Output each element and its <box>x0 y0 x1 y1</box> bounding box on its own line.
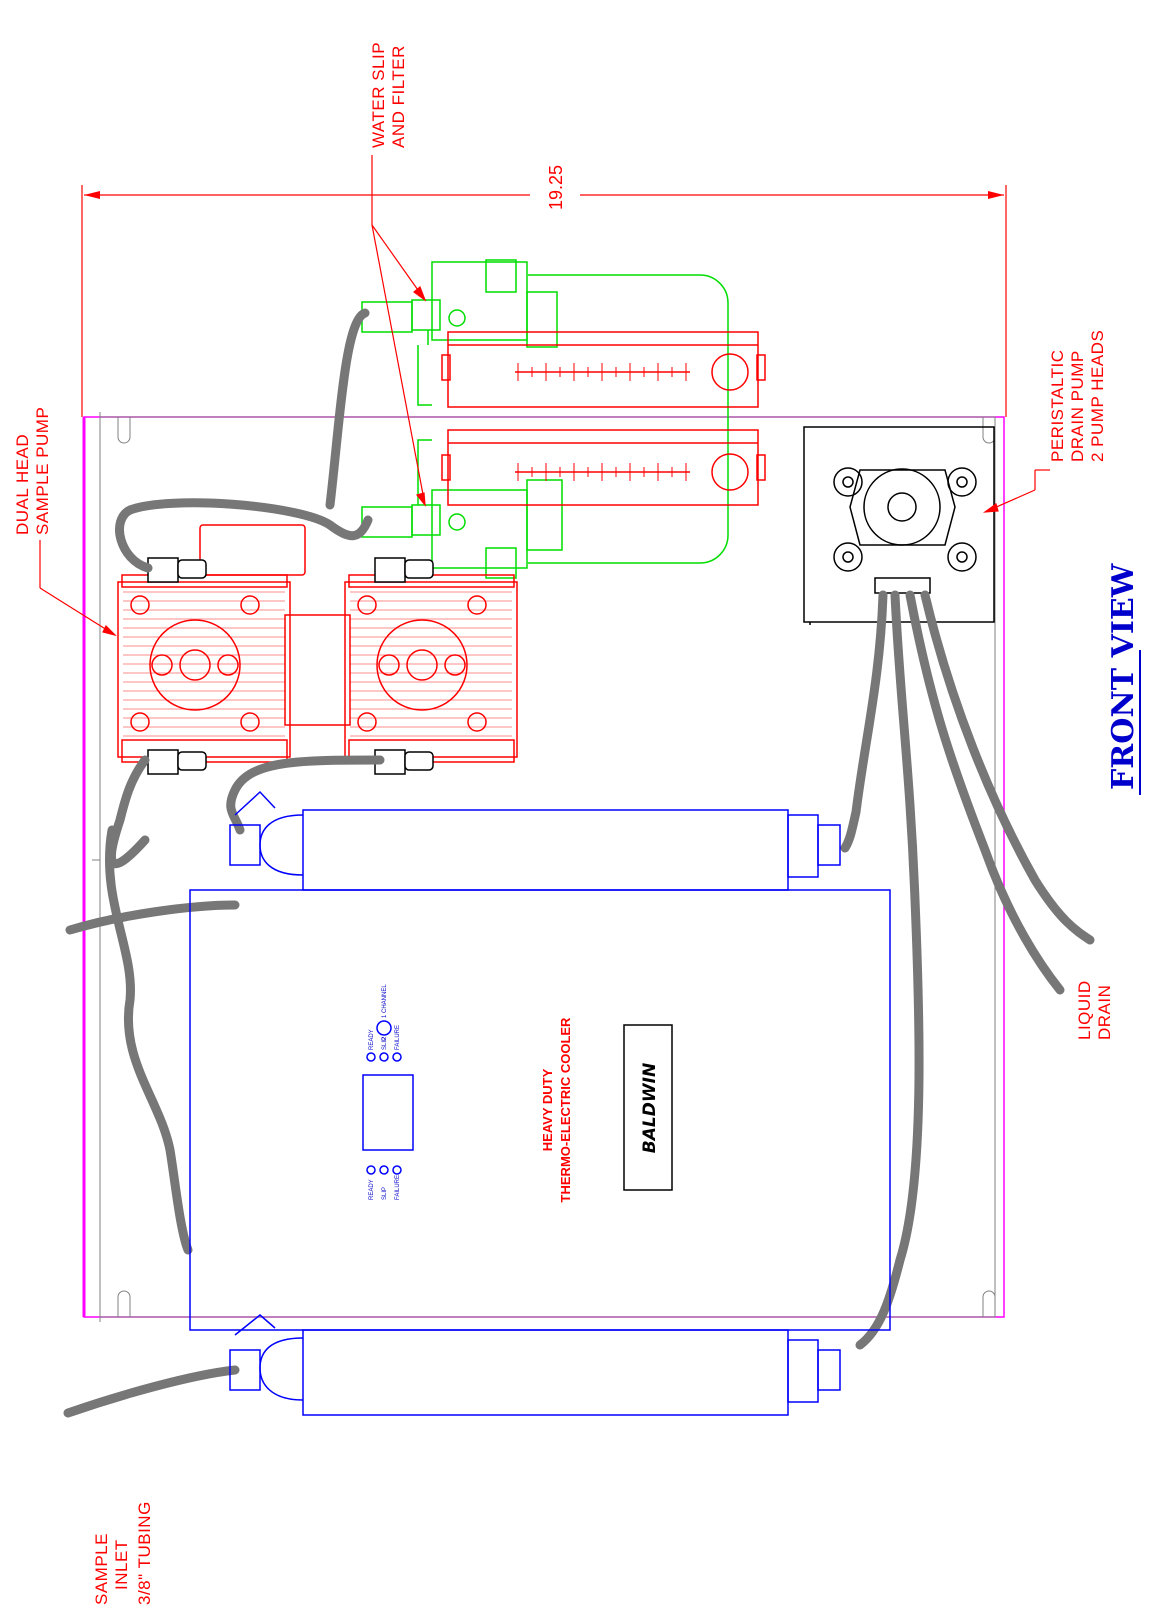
indicator-slip-left: SLIP <box>382 1187 388 1200</box>
pump-fittings <box>147 557 434 775</box>
label-liquid-drain-2: DRAIN <box>1095 985 1114 1040</box>
cooler-title-line2: THERMO-ELECTRIC COOLER <box>558 1017 573 1202</box>
label-dual-head-2: SAMPLE PUMP <box>33 407 52 535</box>
label-sample-inlet-2: INLET <box>112 1539 131 1590</box>
label-peristaltic-2: DRAIN PUMP <box>1068 350 1087 462</box>
label-water-slip-2: AND FILTER <box>389 45 408 148</box>
label-dual-head-1: DUAL HEAD <box>13 434 32 535</box>
channel-label: 1 CHANNEL <box>382 984 388 1018</box>
indicator-ready-left: READY <box>369 1179 375 1200</box>
flowmeters <box>441 331 766 506</box>
label-water-slip-1: WATER SLIP <box>369 42 388 148</box>
label-sample-inlet-1: SAMPLE <box>92 1533 111 1605</box>
water-slip-filter <box>361 259 729 579</box>
indicator-slip-right: SLIP <box>382 1037 388 1050</box>
mounting-panel <box>82 412 1005 1322</box>
indicator-ready-right: READY <box>369 1029 375 1050</box>
arrow-right-icon <box>988 191 1004 199</box>
callout-leaders <box>39 155 1050 637</box>
cooler-title-line1: HEAVY DUTY <box>540 1068 555 1151</box>
arrow-left-icon <box>84 191 100 199</box>
label-peristaltic-1: PERISTALTIC <box>1048 349 1067 462</box>
label-sample-inlet-3: 3/8" TUBING <box>135 1501 154 1605</box>
baldwin-logo: BALDWIN <box>623 1024 673 1191</box>
channel-2-label: 2 <box>382 1036 388 1040</box>
thermo-electric-cooler <box>189 790 891 1416</box>
brand-name: BALDWIN <box>640 1063 660 1153</box>
label-peristaltic-3: 2 PUMP HEADS <box>1088 330 1107 462</box>
width-dimension: 19.25 <box>81 165 1007 417</box>
indicator-failure-right: FAILURE <box>395 1025 401 1050</box>
tubing <box>63 308 1095 1418</box>
view-title: FRONT VIEW <box>1106 562 1141 790</box>
indicator-failure-left: FAILURE <box>395 1175 401 1200</box>
label-liquid-drain-1: LIQUID <box>1075 980 1094 1040</box>
dimension-value: 19.25 <box>546 165 566 210</box>
